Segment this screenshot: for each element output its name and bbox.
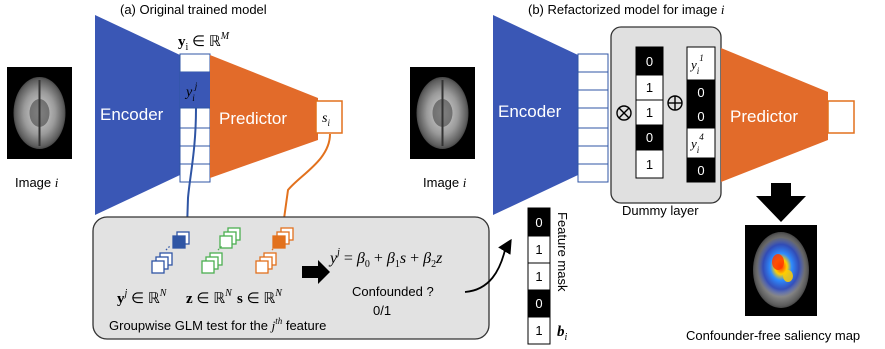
encoder-block-left [95, 15, 180, 215]
embedding-column-left [179, 53, 211, 183]
predictor-block-left [210, 55, 318, 178]
confounded-question: Confounded ? [352, 284, 434, 299]
dummy-residual-column [686, 46, 716, 183]
dummy-residual-value: 0 [697, 109, 704, 124]
image-label-right: Image i [423, 175, 467, 190]
dummy-residual-value: 0 [697, 163, 704, 178]
dummy-mask-value: 1 [646, 80, 653, 95]
glm-arrow-icon [302, 260, 330, 284]
down-arrow-icon [756, 183, 806, 222]
dummy-mask-value: 1 [646, 157, 653, 172]
brain-image-left [7, 67, 72, 159]
predictor-label-right: Predictor [730, 107, 798, 126]
saliency-map-image [745, 225, 817, 316]
feature-mask-value: 1 [535, 242, 542, 257]
group-label-s: s ∈ ℝN [237, 288, 283, 307]
feature-mask-value: 0 [535, 215, 542, 230]
dummy-residual-value: 0 [697, 85, 704, 100]
confounded-answer: 0/1 [373, 303, 391, 318]
embedding-label-left: yi ∈ ℝM [178, 31, 230, 53]
arrow-embedding-to-glm [179, 107, 197, 236]
panel-b-title: (b) Refactorized model for image i [528, 2, 725, 17]
group-label-z: z ∈ ℝN [186, 288, 233, 307]
embedding-column-right [577, 53, 609, 183]
feature-mask-value: 1 [535, 323, 542, 338]
predictor-label-left: Predictor [219, 109, 287, 128]
feature-mask-title: Feature mask [555, 212, 570, 292]
group-stack-green [201, 227, 241, 274]
multiply-operator-icon [616, 105, 632, 121]
brain-image-right [410, 67, 475, 159]
group-label-y: yj ∈ ℝN [117, 288, 168, 307]
embedding-cell-label: yij [184, 81, 198, 103]
group-stack-blue [151, 231, 190, 274]
dummy-mask-value: 1 [646, 105, 653, 120]
glm-test-box [92, 216, 490, 340]
feature-mask-value: 0 [535, 296, 542, 311]
encoder-label-right: Encoder [498, 102, 562, 121]
output-box-right [827, 100, 855, 134]
group-stack-orange [255, 227, 294, 274]
feature-mask-label: bi [557, 324, 568, 343]
panel-a-title: (a) Original trained model [120, 2, 267, 17]
output-box-left [315, 100, 343, 134]
feature-mask-column [527, 207, 551, 345]
dummy-mask-value: 0 [646, 130, 653, 145]
add-operator-icon [667, 95, 683, 111]
glm-equation: yj = β0 + β1s + β2z [328, 247, 443, 270]
dummy-mask-column [635, 46, 664, 179]
dummy-layer-label: Dummy layer [622, 203, 699, 218]
output-label-left: si [322, 111, 330, 128]
arrow-output-to-glm [276, 133, 331, 234]
encoder-label-left: Encoder [100, 105, 164, 124]
predictor-block-right [721, 48, 828, 182]
feature-mask-value: 1 [535, 269, 542, 284]
arrow-glm-to-mask [464, 238, 512, 293]
encoder-block-right [493, 15, 578, 215]
saliency-map-label: Confounder-free saliency map [686, 328, 860, 343]
image-label-left: Image i [15, 175, 59, 190]
dummy-mask-value: 0 [646, 54, 653, 69]
glm-caption: Groupwise GLM test for the jth feature [109, 316, 326, 333]
